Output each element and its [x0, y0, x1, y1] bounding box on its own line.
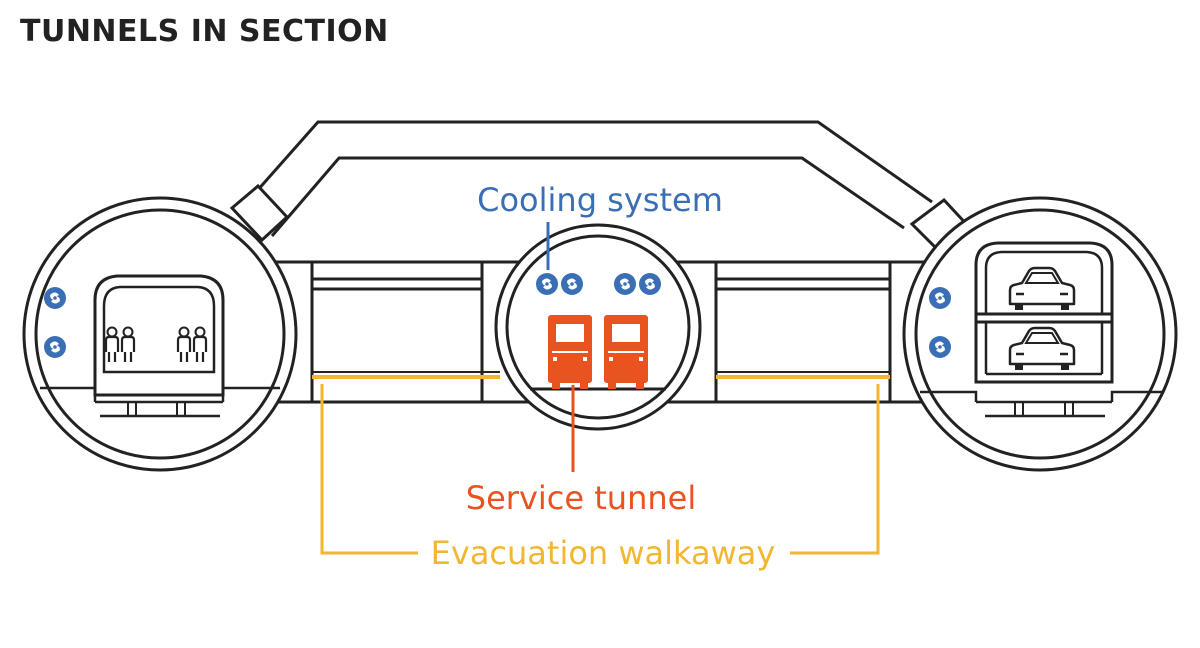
service-tunnel-label: Service tunnel [466, 479, 696, 517]
diagram-title: TUNNELS IN SECTION [20, 14, 389, 49]
evacuation-leader-right [790, 384, 880, 555]
evacuation-walkway-label: Evacuation walkaway [431, 534, 776, 572]
cooling-system-label: Cooling system [477, 181, 723, 219]
service-tunnel [494, 223, 702, 431]
evacuation-leader-left [320, 384, 418, 555]
evacuation-walkway-floor [312, 371, 890, 379]
rail-tunnel [22, 196, 298, 472]
